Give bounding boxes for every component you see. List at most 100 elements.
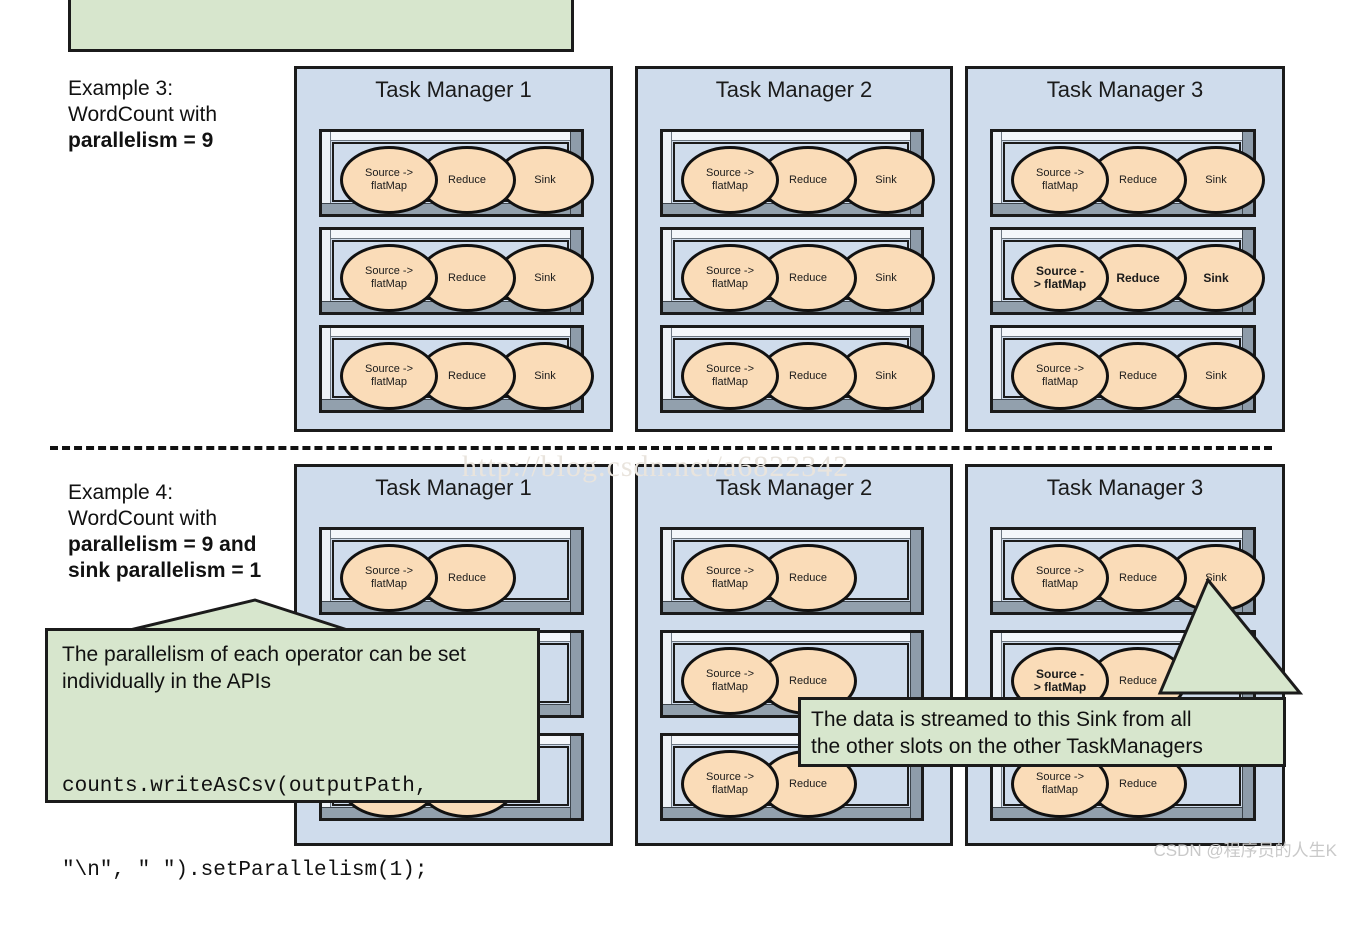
sink-callout: The data is streamed to this Sink from a… [798, 697, 1286, 767]
slot-bevel-edge [993, 328, 1002, 410]
task-slot: Source -> flatMap Reduce Sink [660, 325, 935, 413]
operator-node: Sink [1167, 244, 1265, 312]
slot-bevel-edge [322, 230, 581, 239]
slot-interior: Source -> flatMap Reduce [673, 540, 909, 612]
api-callout-code1: counts.writeAsCsv(outputPath, [62, 775, 428, 798]
task-manager-title: Task Manager 3 [1046, 475, 1204, 500]
slot-bevel-edge [663, 633, 672, 715]
operator-label: Source -> flatMap [365, 565, 413, 590]
operator-label: Sink [1203, 270, 1229, 285]
slot-bevel-edge [663, 530, 921, 539]
operator-label: Source -> flatMap [1036, 167, 1084, 192]
operator-label: Source -> flatMap [706, 167, 754, 192]
operator-label: Reduce [789, 369, 827, 382]
example-3-line1: Example 3: [68, 77, 174, 100]
sink-callout-line2: the other slots on the other TaskManager… [811, 735, 1203, 758]
slot-bevel-edge [570, 633, 581, 715]
slot-interior: Source -> flatMap Reduce Sink [332, 338, 594, 410]
operator-node: Source -> flatMap [1011, 146, 1109, 214]
slot-bevel-edge [322, 530, 581, 539]
operator-label: Source -> flatMap [365, 363, 413, 388]
operator-label: Sink [1205, 173, 1227, 186]
operator-label: Source -> flatMap [1036, 565, 1084, 590]
api-callout-code2: "\n", " ").setParallelism(1); [62, 859, 428, 882]
operator-label: Reduce [1119, 674, 1157, 687]
operator-label: Reduce [448, 271, 486, 284]
operator-label: Sink [534, 173, 556, 186]
example-3-line3: parallelism = 9 [68, 129, 214, 152]
top-green-callout-fragment [68, 0, 574, 52]
operator-node: Source -> flatMap [340, 146, 438, 214]
slot-bevel-edge [322, 530, 331, 612]
task-manager-title: Task Manager 2 [715, 77, 873, 102]
operator-label: Source -> flatMap [1036, 363, 1084, 388]
operator-node: Source -> flatMap [681, 244, 779, 312]
operator-label: Reduce [789, 571, 827, 584]
slot-bevel-edge [993, 230, 1253, 239]
operator-label: Reduce [1119, 369, 1157, 382]
operator-label: Reduce [789, 674, 827, 687]
section-divider [50, 446, 1272, 450]
slot-bevel-edge [663, 230, 921, 239]
sink-callout-line1: The data is streamed to this Sink from a… [811, 708, 1192, 731]
task-slot: Source -> flatMap Reduce [319, 527, 584, 615]
operator-node: Source -> flatMap [681, 146, 779, 214]
task-slot: Source -> flatMap Reduce Sink [990, 129, 1265, 217]
operator-node: Source -> flatMap [1011, 342, 1109, 410]
corner-watermark: CSDN @程序员的人生K [1153, 841, 1338, 860]
diagram-canvas: Example 3: WordCount with parallelism = … [45, 0, 1338, 882]
slot-bevel-edge [322, 132, 331, 214]
task-manager-title: Task Manager 1 [375, 77, 532, 102]
operator-node: Source -> flatMap [681, 647, 779, 715]
slot-bevel-edge [993, 230, 1002, 312]
operator-label: Source - > flatMap [1033, 264, 1087, 291]
slot-interior: Source -> flatMap Reduce [332, 540, 569, 612]
slot-bevel-edge [663, 633, 921, 642]
center-watermark: http://blog.csdn.net/a6822342 [462, 450, 850, 483]
slot-bevel-edge [910, 530, 921, 612]
operator-node: Sink [837, 244, 935, 312]
slot-bevel-edge [910, 633, 921, 715]
operator-label: Sink [875, 369, 897, 382]
example-3-label: Example 3: WordCount with parallelism = … [68, 76, 217, 154]
operator-label: Reduce [448, 571, 486, 584]
slot-bevel-edge [993, 328, 1253, 337]
example-4-line3: parallelism = 9 and [68, 533, 257, 556]
operator-label: Source -> flatMap [706, 668, 754, 693]
operator-label: Reduce [1119, 173, 1157, 186]
slot-bevel-edge [663, 328, 921, 337]
operator-label: Source -> flatMap [365, 265, 413, 290]
operator-node: Source -> flatMap [681, 544, 779, 612]
slot-interior: Source -> flatMap Reduce Sink [673, 240, 935, 312]
operator-label: Reduce [1119, 777, 1157, 790]
operator-label: Sink [534, 369, 556, 382]
slot-bevel-edge [663, 736, 921, 745]
slot-bevel-edge [663, 736, 672, 818]
task-slot: Source -> flatMap Reduce Sink [319, 325, 594, 413]
operator-node: Source -> flatMap [340, 244, 438, 312]
slot-bevel-edge [993, 530, 1002, 612]
operator-node: Source -> flatMap [340, 544, 438, 612]
api-callout-line1: The parallelism of each operator can be … [62, 643, 466, 666]
operator-label: Reduce [448, 369, 486, 382]
operator-label: Reduce [789, 271, 827, 284]
slot-bevel-edge [993, 633, 1002, 715]
operator-label: Source -> flatMap [706, 363, 754, 388]
example-4-line2: WordCount with [68, 507, 218, 530]
operator-label: Sink [875, 173, 897, 186]
slot-bevel-edge [993, 132, 1253, 141]
operator-label: Source -> flatMap [706, 771, 754, 796]
slot-bevel-edge [570, 736, 581, 818]
operator-label: Sink [875, 271, 897, 284]
